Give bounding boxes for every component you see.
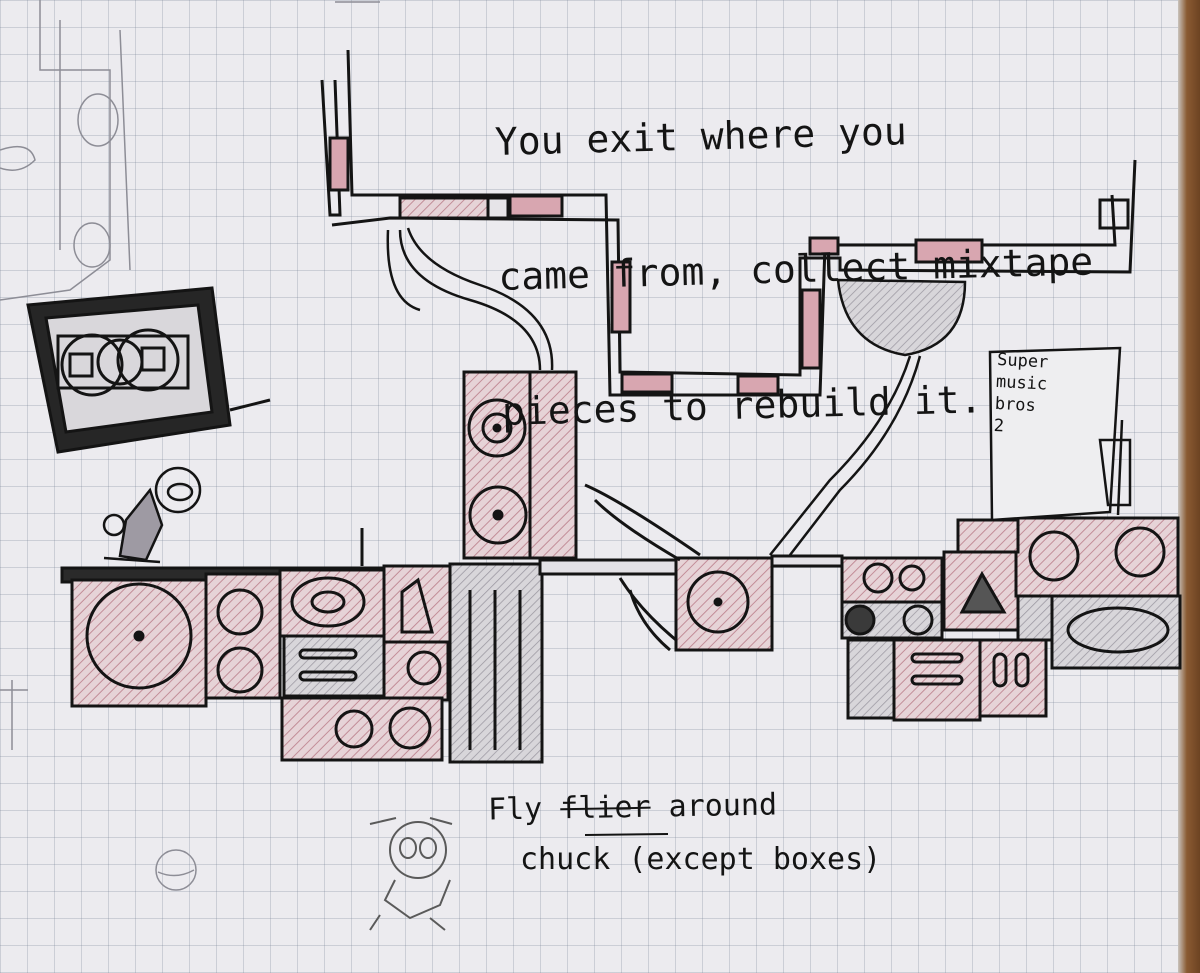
struck-word: flier (559, 789, 651, 827)
poster-board (988, 346, 1132, 522)
tall-speaker (462, 370, 578, 560)
pipe-system (320, 49, 1137, 397)
poster-text: Super music bros 2 (990, 349, 1117, 495)
chuck-word: chuck (520, 842, 611, 877)
pencil-sketches (0, 0, 380, 891)
hose (386, 227, 554, 371)
note-line-1: You exit where you (494, 109, 908, 164)
player-character (102, 466, 202, 564)
note-line-2: came from, collect mixtape (497, 239, 1094, 299)
chuck-character (369, 817, 453, 931)
fly-word: Fly (487, 791, 543, 828)
chuck-note: chuck (except boxes) (520, 842, 881, 877)
fly-note: Fly flier around (488, 787, 778, 827)
platform-left (60, 528, 544, 764)
bridge (538, 483, 844, 652)
funnel (769, 278, 967, 556)
paper-edge (1178, 0, 1200, 973)
fly-tail: around (668, 787, 778, 825)
chuck-parens: (except boxes) (628, 842, 882, 877)
platform-right (840, 516, 1182, 722)
mixtape-screen (26, 286, 271, 454)
